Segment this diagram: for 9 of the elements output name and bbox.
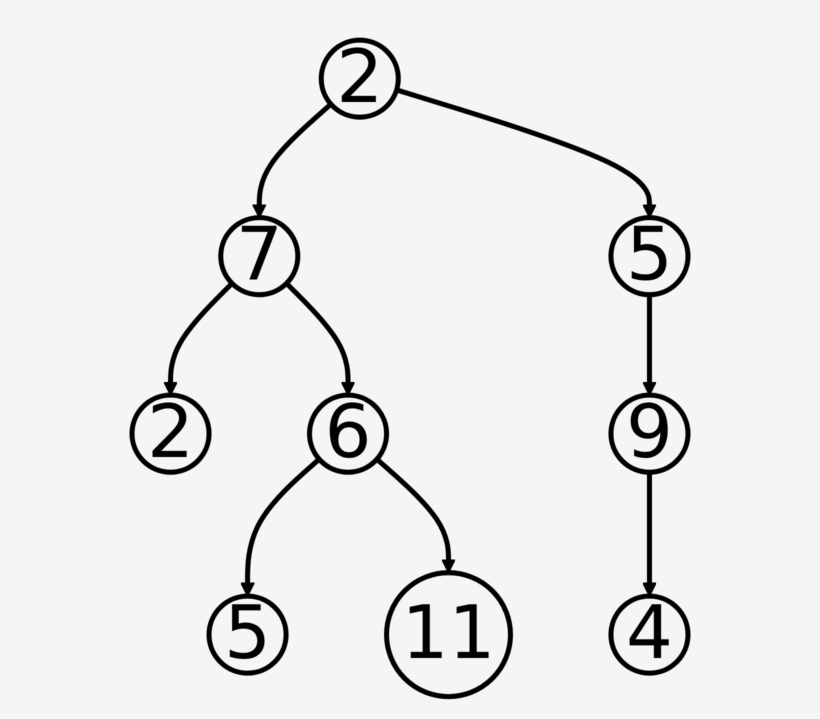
node-circle: 7 (218, 214, 300, 297)
node-circle: 2 (130, 392, 212, 474)
node-circle: 6 (307, 392, 390, 474)
node-circle: 4 (608, 593, 690, 676)
node-circle: 2 (318, 37, 401, 120)
node-circle: 9 (608, 392, 690, 474)
node-circle: 11 (384, 570, 513, 699)
node-circle: 5 (206, 593, 289, 676)
node-circle: 5 (608, 214, 690, 297)
